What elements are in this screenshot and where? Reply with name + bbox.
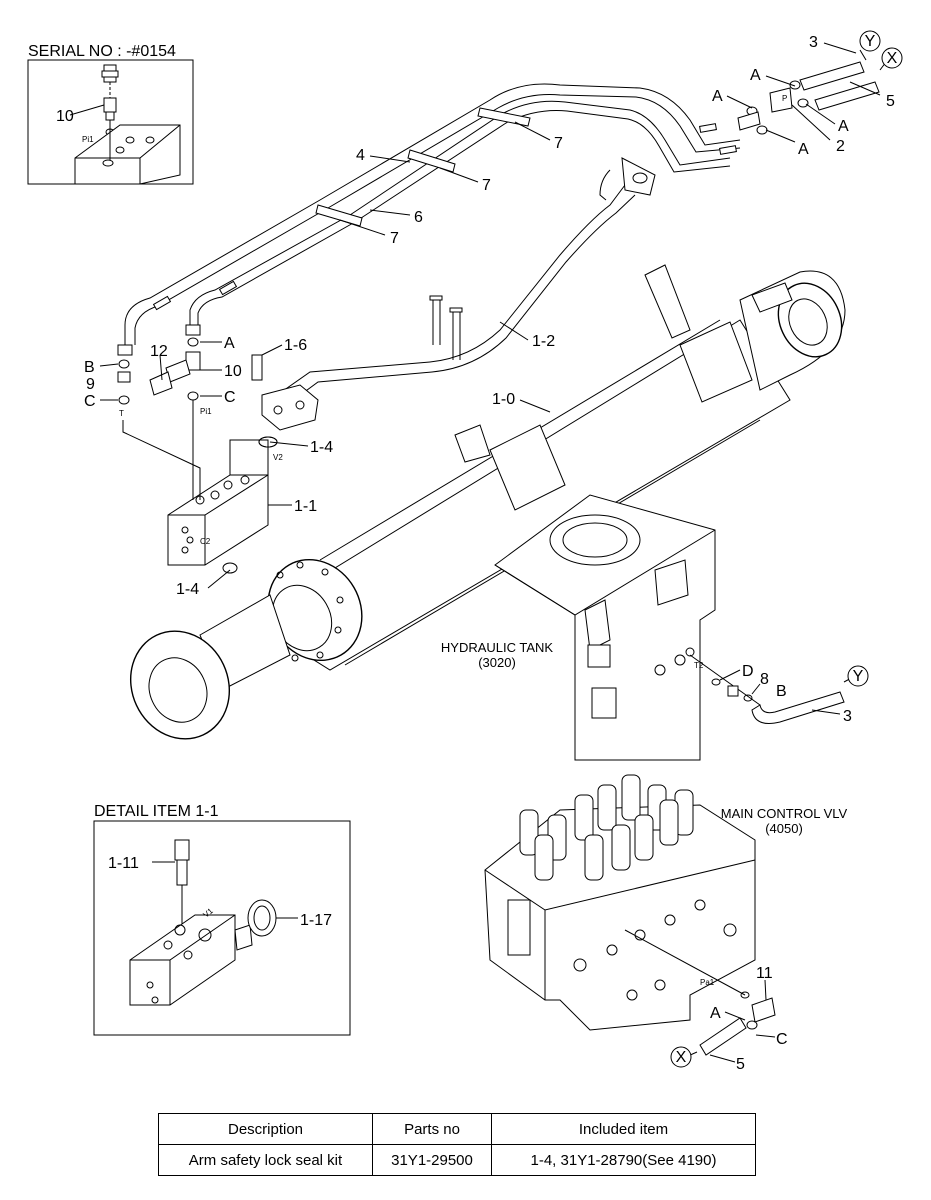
serial-no-inset: SERIAL NO : -#0154 10 Pi1 <box>27 43 194 185</box>
circle-y-top-label: Y <box>865 33 876 50</box>
callout-a-1: A <box>750 67 761 84</box>
callout-a-2: A <box>712 88 723 105</box>
circle-y-tank <box>847 665 869 687</box>
circle-x-top <box>881 47 903 69</box>
port-pi1: Pi1 <box>200 407 212 416</box>
callout-b-tank: B <box>776 683 787 700</box>
callout-1-4-a: 1-4 <box>310 439 333 456</box>
callout-7-c: 7 <box>390 230 399 247</box>
main-control-valve <box>484 774 776 1057</box>
callout-1-1: 1-1 <box>294 498 317 515</box>
port-t: T <box>119 409 124 418</box>
callout-1-6: 1-6 <box>284 337 307 354</box>
callout-a-mid: A <box>224 335 235 352</box>
serial-no-title: SERIAL NO : -#0154 <box>28 43 176 60</box>
table-cell-parts-no: 31Y1-29500 <box>372 1144 492 1176</box>
mcv-code: (4050) <box>765 821 803 836</box>
callout-10: 10 <box>224 363 242 380</box>
table-header: Parts no <box>372 1113 492 1145</box>
circle-y-tank-label: Y <box>853 668 864 685</box>
hydraulic-tank-code: (3020) <box>478 655 516 670</box>
callout-3-top: 3 <box>809 34 818 51</box>
detail-callout-1-11: 1-11 <box>108 855 139 872</box>
callout-11: 11 <box>756 965 773 982</box>
callout-a-3: A <box>838 118 849 135</box>
detail-title: DETAIL ITEM 1-1 <box>94 803 219 820</box>
callout-1-4-b: 1-4 <box>176 581 199 598</box>
callout-2: 2 <box>836 138 845 155</box>
callout-c-left: C <box>84 393 96 410</box>
circle-x-top-label: X <box>887 50 898 67</box>
port-t2: T2 <box>694 661 704 670</box>
callout-5-mcv: 5 <box>736 1056 745 1073</box>
callout-4: 4 <box>356 147 365 164</box>
pipe-assembly <box>117 83 741 356</box>
top-right-fittings <box>737 49 887 135</box>
callout-7-a: 7 <box>554 135 563 152</box>
mcv-name: MAIN CONTROL VLV <box>721 806 848 821</box>
reference-circles: Y X Y X <box>670 30 903 1068</box>
callout-7-b: 7 <box>482 177 491 194</box>
parts-table: Description Parts no Included item Arm s… <box>158 1113 756 1176</box>
table-cell-description: Arm safety lock seal kit <box>158 1144 373 1176</box>
callout-6: 6 <box>414 209 423 226</box>
callout-12: 12 <box>150 343 168 360</box>
callout-1-2: 1-2 <box>532 333 555 350</box>
lock-valve-block <box>122 400 278 574</box>
callout-3-tank: 3 <box>843 708 852 725</box>
component-captions: HYDRAULIC TANK (3020) MAIN CONTROL VLV (… <box>441 640 848 836</box>
table-header: Included item <box>491 1113 756 1145</box>
valve-spools <box>519 774 694 881</box>
detail-item-inset: DETAIL ITEM 1-1 V1 1-11 1-17 <box>93 803 351 1036</box>
circle-x-mcv-label: X <box>676 1049 687 1066</box>
hydraulic-tank <box>494 494 856 761</box>
circle-x-mcv <box>670 1046 692 1068</box>
port-c2: C2 <box>200 537 211 546</box>
port-p: P <box>782 94 787 103</box>
table-header-row: Description Parts no Included item <box>158 1113 756 1145</box>
callout-c-mcv: C <box>776 1031 788 1048</box>
callout-5-top: 5 <box>886 93 895 110</box>
callout-c-mid: C <box>224 389 236 406</box>
pipe-1-2 <box>261 157 656 431</box>
callout-labels: 3 5 2 A A A A 4 6 7 7 7 1-2 1-0 1-6 1-4 … <box>84 34 895 1073</box>
port-v2: V2 <box>273 453 283 462</box>
circle-y-top <box>859 30 881 52</box>
detail-callout-1-17: 1-17 <box>300 912 332 929</box>
port-pa1: Pa1 <box>700 978 715 987</box>
callout-a-mcv: A <box>710 1005 721 1022</box>
callout-9: 9 <box>86 376 95 393</box>
left-fittings <box>117 337 278 448</box>
callout-b-left: B <box>84 359 95 376</box>
boom-cylinder <box>129 264 846 740</box>
table-cell-included-item: 1-4, 31Y1-28790(See 4190) <box>491 1144 756 1176</box>
callout-8: 8 <box>760 671 769 688</box>
detail-box <box>93 820 351 1036</box>
table-row: Arm safety lock seal kit 31Y1-29500 1-4,… <box>158 1144 756 1176</box>
table-header: Description <box>158 1113 373 1145</box>
callout-d-tank: D <box>742 663 754 680</box>
serial-port-pi1: Pi1 <box>82 135 94 144</box>
serial-callout-10: 10 <box>56 108 74 125</box>
callout-1-0: 1-0 <box>492 391 515 408</box>
hydraulic-tank-name: HYDRAULIC TANK <box>441 640 554 655</box>
leader-lines <box>99 42 881 1063</box>
callout-a-4: A <box>798 141 809 158</box>
